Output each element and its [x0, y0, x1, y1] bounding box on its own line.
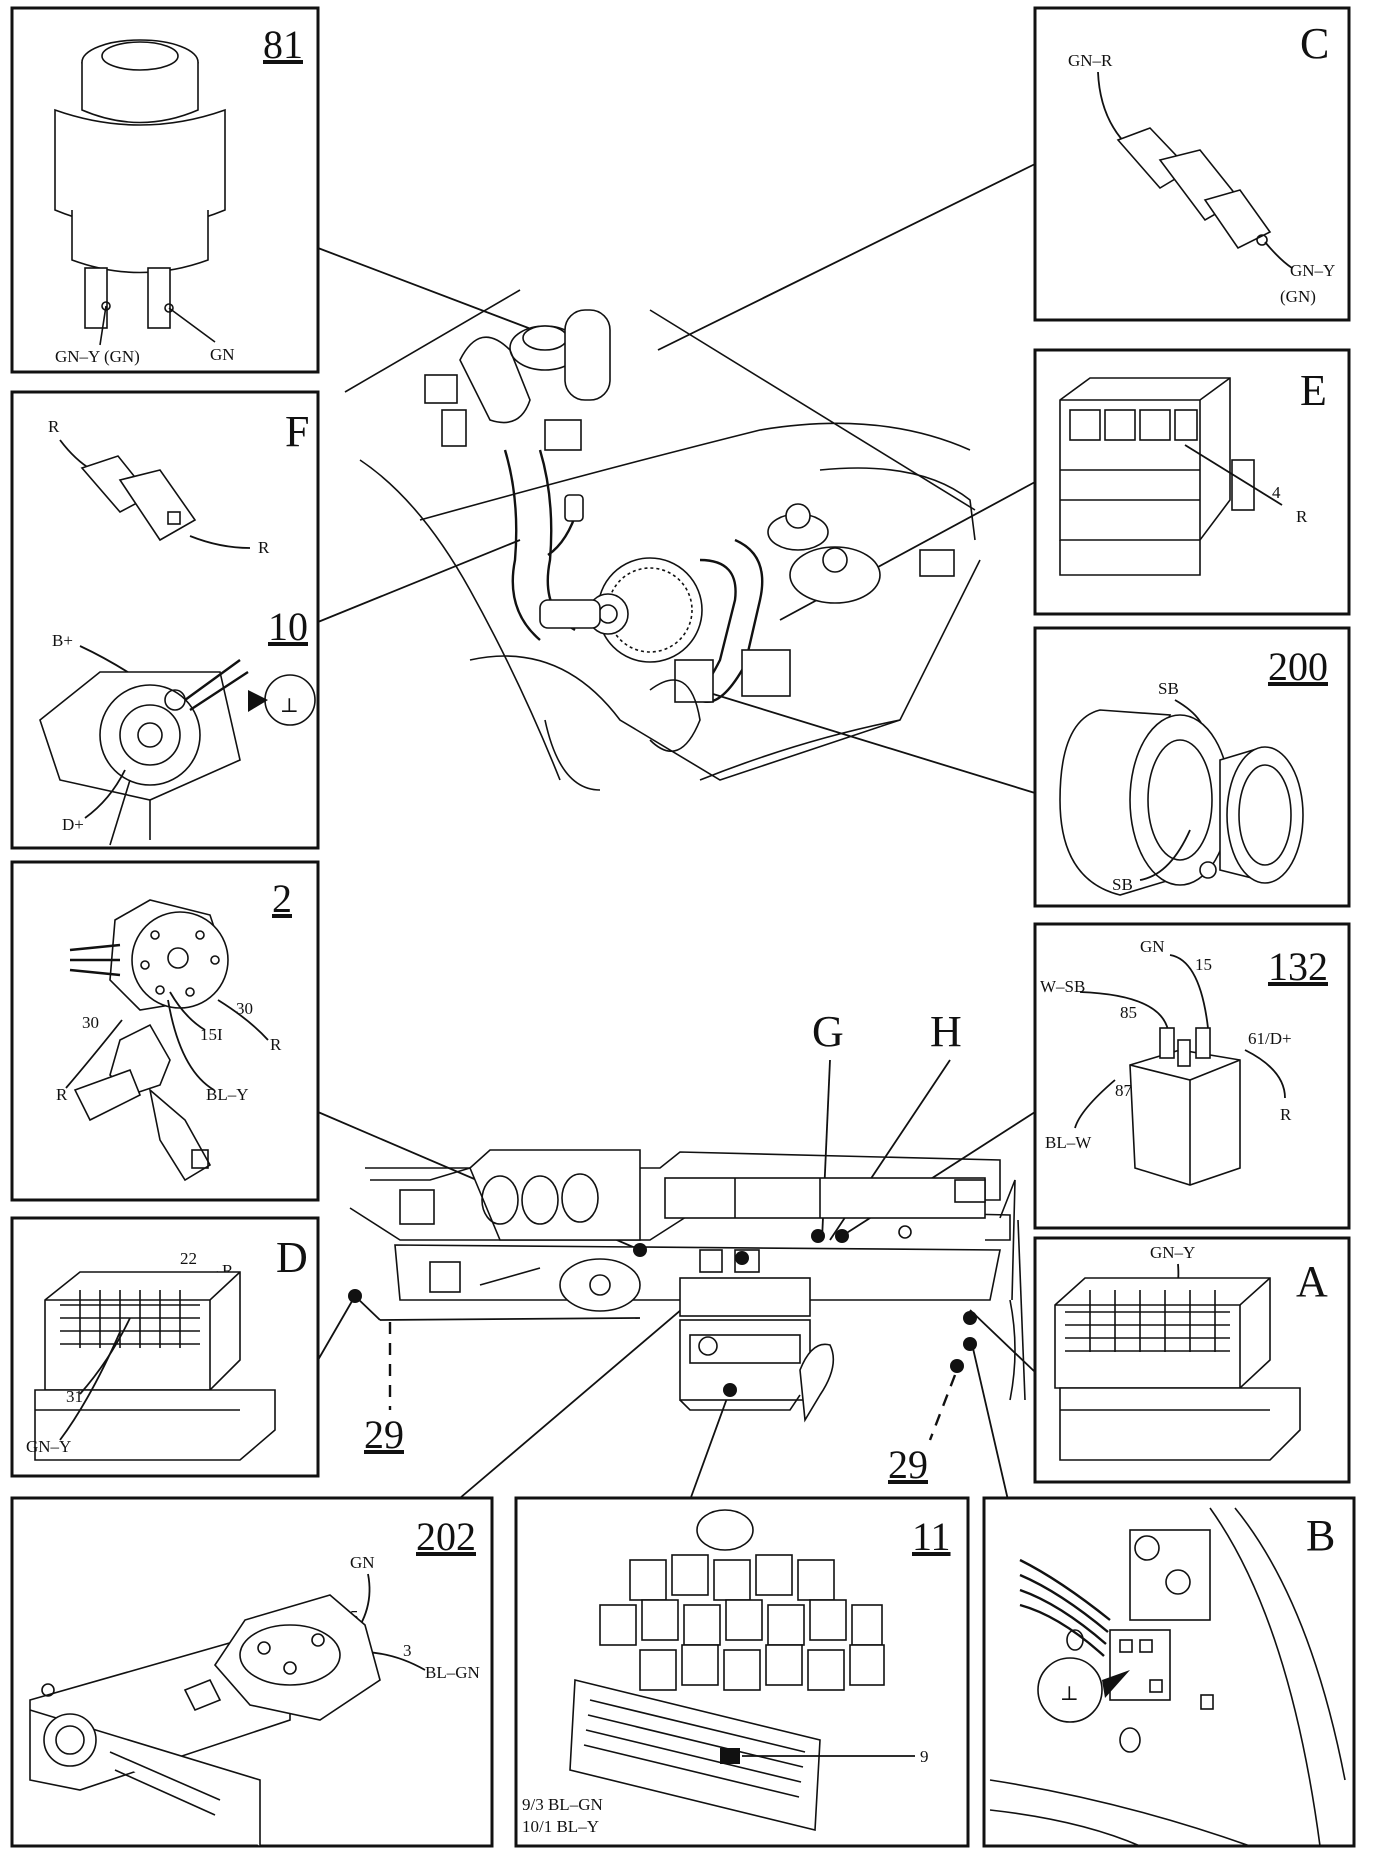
- callout-H: H: [930, 1007, 962, 1056]
- ground-symbol-icon-b: ⊥: [1060, 1683, 1079, 1705]
- panel-C: C GN–R GN–Y (GN): [1033, 6, 1351, 322]
- panel-202: 202 GN 5 3 BL–GN: [10, 1496, 494, 1848]
- panel-D-id: D: [276, 1233, 308, 1282]
- panel-200: 200 SB SB: [1033, 626, 1351, 908]
- label-9: 9: [920, 1747, 929, 1766]
- panel-81: 81 GN–Y (GN) GN: [10, 6, 320, 374]
- connector-grid-a: [1065, 1290, 1230, 1352]
- engine-bay-illustration: [344, 289, 981, 791]
- panel-202-id: 202: [416, 1514, 476, 1559]
- panel-A-id: A: [1296, 1257, 1328, 1306]
- label-sb-bottom: SB: [1112, 875, 1133, 894]
- label-15: 15: [1195, 955, 1212, 974]
- panel-2-id: 2: [272, 876, 292, 921]
- panel-C-id: C: [1300, 19, 1329, 68]
- label-w-sb: W–SB: [1040, 977, 1085, 996]
- panel-B: B ⊥: [982, 1496, 1356, 1848]
- panel-200-id: 200: [1268, 644, 1328, 689]
- panel-F-id: F: [285, 407, 309, 456]
- dashboard-illustration: [349, 1149, 1026, 1423]
- dashed-29-right: [928, 1374, 957, 1441]
- panel-D: D 22 R 31 GN–Y: [10, 1216, 320, 1478]
- label-r-left: R: [56, 1085, 68, 1104]
- panel-10-id: 10: [268, 604, 308, 649]
- label-gn-y-gn: GN–Y (GN): [55, 347, 140, 366]
- label-r-132: R: [1280, 1105, 1292, 1124]
- label-10-1-bl-y: 10/1 BL–Y: [522, 1817, 599, 1836]
- label-30-right: 30: [236, 999, 253, 1018]
- panel-E-id: E: [1300, 366, 1327, 415]
- panel-11-id: 11: [912, 1514, 951, 1559]
- label-r-right: R: [258, 538, 270, 557]
- ground-symbol-icon: ⊥: [280, 695, 299, 717]
- label-gn-y-a: GN–Y: [1150, 1243, 1195, 1262]
- panel-B-id: B: [1306, 1511, 1335, 1560]
- connector-location-dots: [348, 1229, 977, 1397]
- label-4: 4: [1272, 483, 1281, 502]
- label-9-3-bl-gn: 9/3 BL–GN: [522, 1795, 603, 1814]
- label-bl-gn: BL–GN: [425, 1663, 480, 1682]
- label-15i: 15I: [200, 1025, 223, 1044]
- label-22: 22: [180, 1249, 197, 1268]
- label-gn-132: GN: [1140, 937, 1165, 956]
- label-31: 31: [66, 1387, 83, 1406]
- label-r-top: R: [48, 417, 60, 436]
- ref-29-right: 29: [888, 1442, 928, 1487]
- panel-F: F R R 10 B+ ⊥ D+: [10, 390, 320, 850]
- relay-block: [599, 1554, 885, 1691]
- panel-11: 11: [514, 1496, 970, 1848]
- panel-132: 132 GN 15 W–SB 85 61/D+ 87 BL–W R: [1033, 922, 1351, 1230]
- label-gn-paren: (GN): [1280, 287, 1316, 306]
- label-30-left: 30: [82, 1013, 99, 1032]
- label-r: R: [1296, 507, 1308, 526]
- panel-2: 2 30 30 R 15I R BL–Y: [10, 860, 320, 1202]
- panel-E: E 4 R: [1033, 348, 1351, 616]
- label-bl-y: BL–Y: [206, 1085, 249, 1104]
- label-61-d-plus: 61/D+: [1248, 1029, 1292, 1048]
- leader-29-left: [354, 1295, 381, 1321]
- panel-A: A GN–Y 21: [1033, 1236, 1351, 1484]
- panel-81-id: 81: [263, 22, 303, 67]
- label-b-plus: B+: [52, 631, 73, 650]
- callout-G: G: [812, 1007, 844, 1056]
- label-87: 87: [1115, 1081, 1133, 1100]
- label-gn: GN: [210, 345, 235, 364]
- label-gn-y-d: GN–Y: [26, 1437, 71, 1456]
- label-bl-w: BL–W: [1045, 1133, 1092, 1152]
- panel-132-id: 132: [1268, 944, 1328, 989]
- label-3: 3: [403, 1641, 412, 1660]
- label-gn-202: GN: [350, 1553, 375, 1572]
- label-r-right-2: R: [270, 1035, 282, 1054]
- fuse-row: [583, 1699, 806, 1798]
- label-85: 85: [1120, 1003, 1137, 1022]
- label-sb-top: SB: [1158, 679, 1179, 698]
- label-gn-r: GN–R: [1068, 51, 1113, 70]
- label-d-plus: D+: [62, 815, 84, 834]
- label-gn-y: GN–Y: [1290, 261, 1335, 280]
- ref-29-left: 29: [364, 1412, 404, 1457]
